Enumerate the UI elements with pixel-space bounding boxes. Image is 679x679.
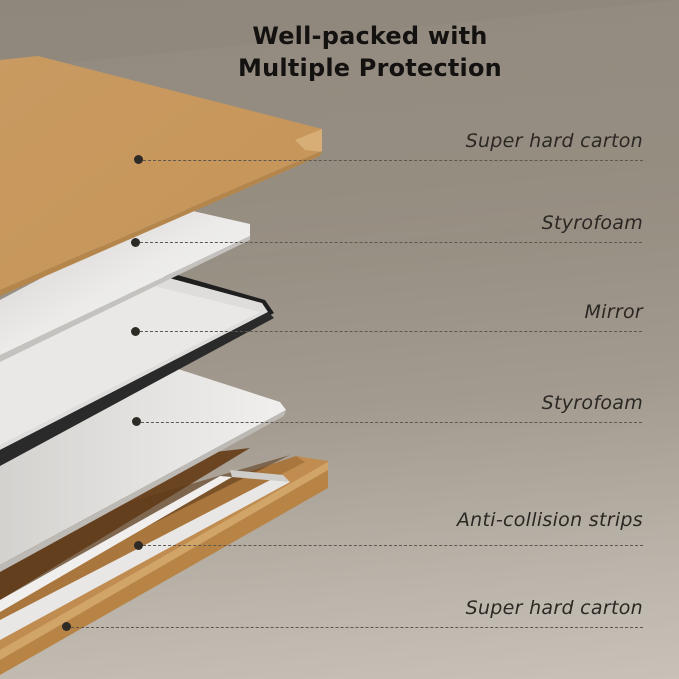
marker-dot — [134, 155, 143, 164]
leader-line — [71, 627, 643, 628]
bottom-carton-tray — [0, 448, 328, 675]
headline: Well-packed with Multiple Protection — [0, 20, 679, 84]
upper-styrofoam-sheet — [0, 207, 250, 355]
marker-dot — [131, 238, 140, 247]
layer-label: Super hard carton — [465, 597, 643, 619]
layer-label: Mirror — [584, 301, 643, 323]
layer-label: Styrofoam — [541, 392, 643, 414]
leader-line — [140, 331, 642, 332]
layer-label: Anti-collision strips — [456, 509, 643, 531]
headline-line-2: Multiple Protection — [238, 54, 502, 82]
marker-dot — [131, 327, 140, 336]
leader-line — [141, 422, 642, 423]
top-carton-sheet — [0, 56, 322, 296]
marker-dot — [62, 622, 71, 631]
headline-line-1: Well-packed with — [252, 22, 488, 50]
layer-label: Super hard carton — [465, 130, 643, 152]
leader-line — [140, 242, 642, 243]
marker-dot — [134, 541, 143, 550]
leader-line — [143, 545, 643, 546]
marker-dot — [132, 417, 141, 426]
layer-label: Styrofoam — [541, 212, 643, 234]
leader-line — [143, 160, 643, 161]
